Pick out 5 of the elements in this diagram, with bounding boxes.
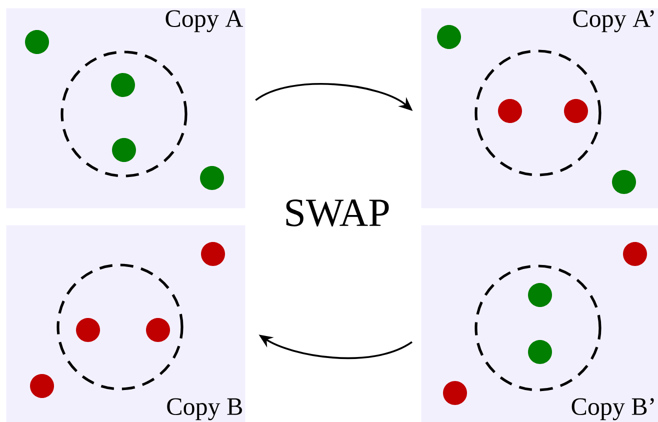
panel: Copy A [6,8,246,208]
swap-label: SWAP [286,199,389,227]
panel: Copy A’ [421,8,658,208]
panel: Copy B’ [421,225,658,422]
panel: Copy B [6,225,246,422]
